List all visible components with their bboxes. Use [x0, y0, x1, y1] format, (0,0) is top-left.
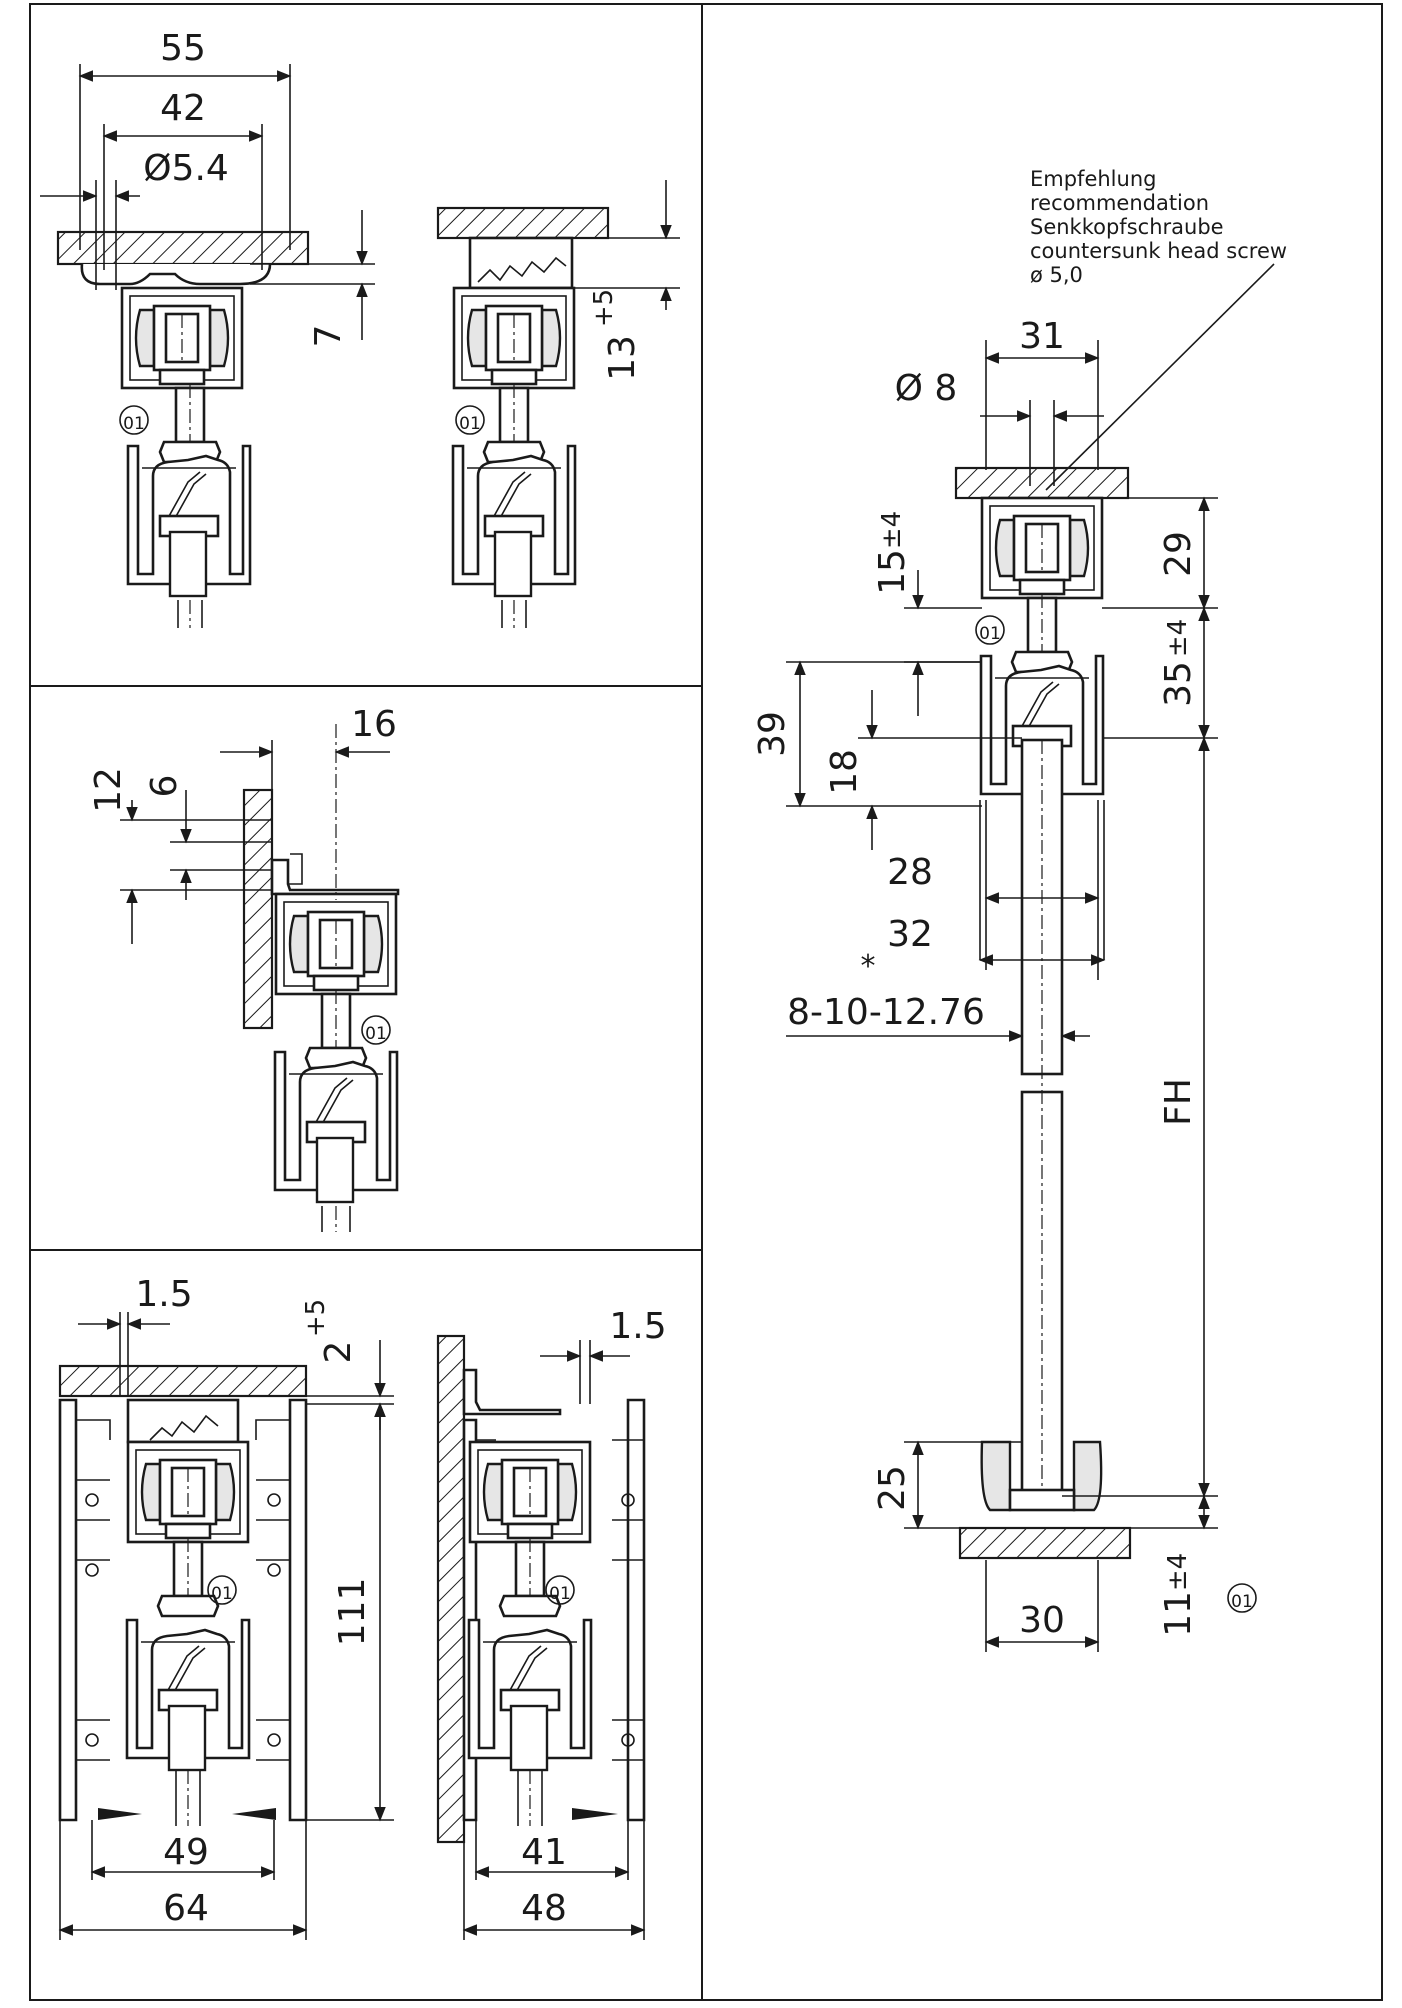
dim-2-tolerance: +5 [301, 1299, 331, 1337]
drawing-frame [29, 3, 1383, 2001]
top-left-panel: 01 55 42 Ø5.4 7 [40, 28, 680, 628]
marker-label: 01 [459, 414, 481, 434]
dim-39: 39 [752, 711, 793, 757]
marker-label: 01 [979, 624, 1001, 644]
dim-35: 35 [1158, 661, 1199, 707]
dim-fh: FH [1158, 1078, 1199, 1126]
dim-16: 16 [351, 704, 397, 745]
bottom-left-panel: 01 1.5 2 +5 111 49 64 [58, 1274, 667, 1940]
dim-lines-top-left: 55 42 Ø5.4 7 [40, 28, 375, 347]
track-ceiling-view: 01 1.5 2 +5 111 49 64 [58, 1274, 394, 1940]
dim-25: 25 [872, 1465, 913, 1511]
svg-text:countersunk head screw: countersunk head screw [1030, 239, 1287, 263]
dim-1-5: 1.5 [135, 1274, 192, 1315]
ceiling-mount-view: 01 [56, 230, 310, 628]
marker-label: 01 [123, 414, 145, 434]
dim-2: 2 [318, 1341, 359, 1364]
dim-30: 30 [1019, 1600, 1065, 1641]
svg-text:Senkkopfschraube: Senkkopfschraube [1030, 215, 1224, 239]
dim-31: 31 [1019, 316, 1065, 357]
dim-hole-diameter: Ø5.4 [143, 148, 229, 189]
svg-text:ø 5,0: ø 5,0 [1030, 263, 1083, 287]
middle-left-panel: 01 16 12 6 [88, 704, 400, 1232]
recommendation-note: Empfehlung recommendation Senkkopfschrau… [1030, 167, 1287, 491]
dim-12: 12 [88, 767, 129, 813]
dim-49: 49 [163, 1832, 209, 1873]
dim-asterisk: * [861, 949, 876, 984]
dim-28: 28 [887, 852, 933, 893]
track-wall-view: 01 1.5 41 48 [436, 1306, 667, 1940]
svg-text:recommendation: recommendation [1030, 191, 1209, 215]
dim-11-tolerance: ±4 [1163, 1553, 1193, 1591]
right-panel: Empfehlung recommendation Senkkopfschrau… [752, 167, 1287, 1652]
dim-dia-8: Ø 8 [895, 368, 958, 409]
dim-1-5-wall: 1.5 [609, 1306, 666, 1347]
dim-13-tolerance: +5 [589, 289, 619, 327]
dim-41: 41 [521, 1832, 567, 1873]
dim-29: 29 [1158, 531, 1199, 577]
marker-label: 01 [365, 1024, 387, 1044]
marker-label: 01 [549, 1584, 571, 1604]
dim-35-tolerance: ±4 [1163, 619, 1193, 657]
dim-111: 111 [332, 1578, 373, 1647]
dim-15: 15 [872, 549, 913, 595]
dim-glass-thickness: 8-10-12.76 [787, 992, 985, 1033]
marker-label: 01 [1231, 1592, 1253, 1612]
dim-6: 6 [144, 775, 185, 798]
dim-32: 32 [887, 914, 933, 955]
dim-15-tolerance: ±4 [877, 511, 907, 549]
marker-label: 01 [211, 1584, 233, 1604]
dim-55: 55 [160, 28, 206, 69]
dim-18: 18 [824, 749, 865, 795]
dim-7: 7 [308, 325, 349, 348]
spacer-mount-view: 01 13 +5 [436, 180, 680, 628]
svg-text:Empfehlung: Empfehlung [1030, 167, 1156, 191]
dim-13: 13 [602, 335, 643, 381]
dim-48: 48 [521, 1888, 567, 1929]
dim-11: 11 [1158, 1591, 1199, 1637]
dim-42: 42 [160, 88, 206, 129]
dim-64: 64 [163, 1888, 209, 1929]
